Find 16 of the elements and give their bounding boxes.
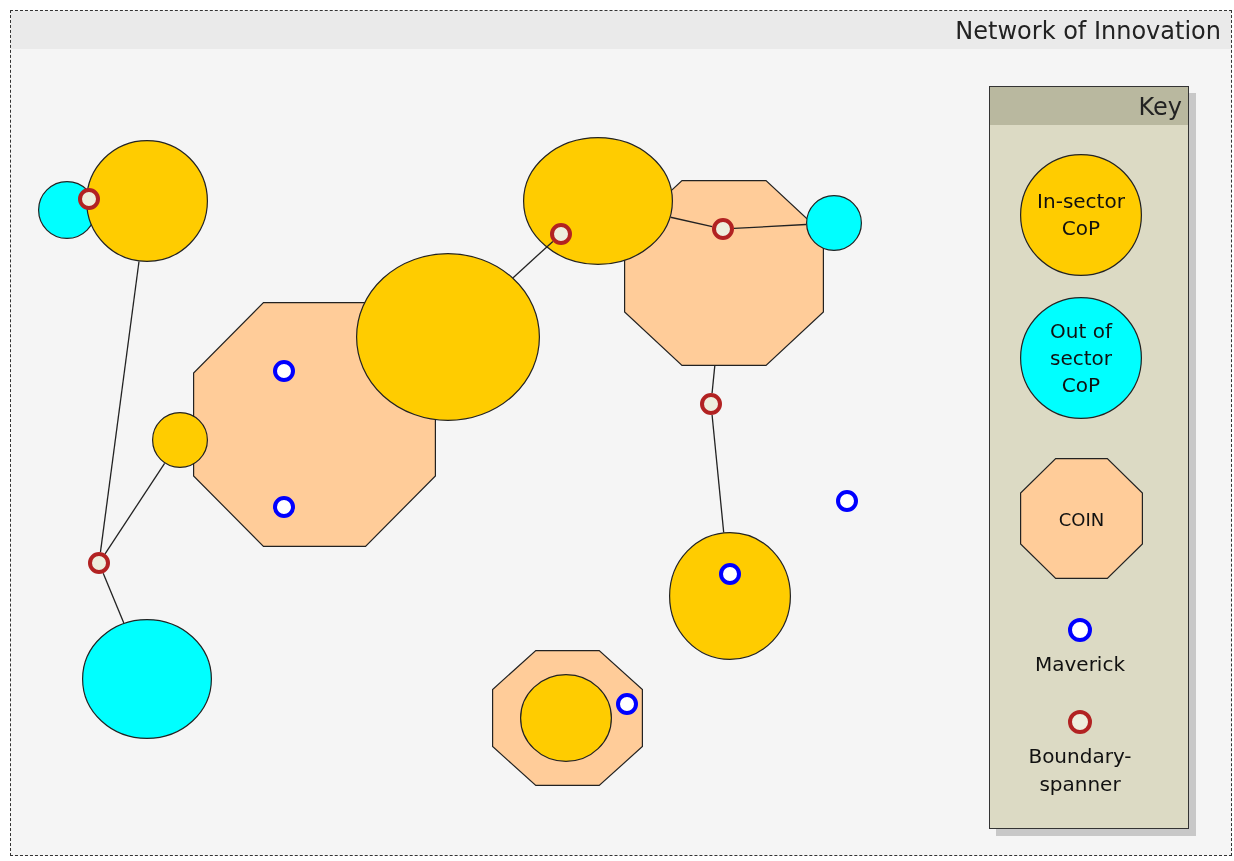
legend-label: Boundary-spanner: [1027, 743, 1133, 798]
legend-label: COIN: [1057, 507, 1106, 531]
connector-line: [512, 240, 554, 279]
legend-label: Maverick: [1034, 651, 1126, 678]
connector-line: [711, 364, 716, 394]
connector-line: [102, 572, 125, 624]
frame-title: Network of Innovation: [11, 11, 1231, 49]
key-title: Key: [990, 87, 1188, 125]
connector-line: [733, 223, 807, 230]
connector-line: [669, 216, 713, 228]
connector-line: [104, 462, 166, 555]
legend-label: In-sector CoP: [1036, 188, 1126, 242]
connector-line: [711, 414, 725, 533]
legend-label: Out of sector CoP: [1049, 317, 1114, 399]
connector-line: [99, 260, 140, 553]
dashed-frame: [10, 10, 1232, 856]
